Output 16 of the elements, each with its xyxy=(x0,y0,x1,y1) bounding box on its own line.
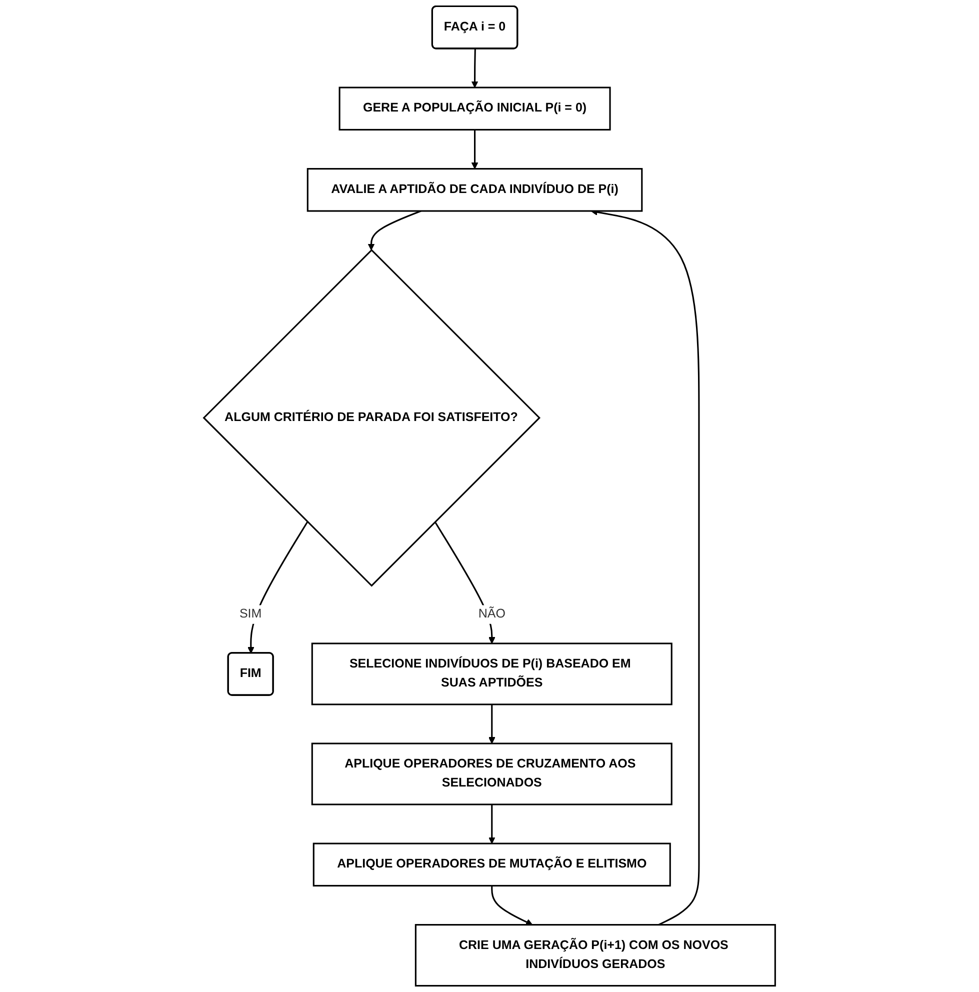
arrow xyxy=(471,130,478,170)
arrow xyxy=(488,704,496,744)
node-box: AVALIE A APTIDÃO DE CADA INDIVÍDUO DE P(i) xyxy=(306,168,643,212)
node-box: GERE A POPULAÇÃO INICIAL P(i = 0) xyxy=(338,86,611,130)
node-box: CRIE UMA GERAÇÃO P(i+1) COM OS NOVOS INDIVÍDUOS GERADOS xyxy=(414,924,776,987)
node-box: APLIQUE OPERADORES DE CRUZAMENTO AOS SELECIONADOS xyxy=(311,742,672,806)
arrow xyxy=(247,521,308,654)
edge-label: NÃO xyxy=(478,608,506,621)
arrow xyxy=(491,886,533,926)
arrow xyxy=(488,804,496,844)
node-diamond: ALGUM CRITÉRIO DE PARADA FOI SATISFEITO? xyxy=(202,248,541,587)
arrow xyxy=(368,210,422,250)
arrow xyxy=(471,48,478,88)
edge-label: SIM xyxy=(239,608,262,621)
node-box: APLIQUE OPERADORES DE MUTAÇÃO E ELITISMO xyxy=(312,842,671,886)
node-box: SELECIONE INDIVÍDUOS DE P(i) BASEADO EM SUAS APTIDÕES xyxy=(311,642,672,706)
